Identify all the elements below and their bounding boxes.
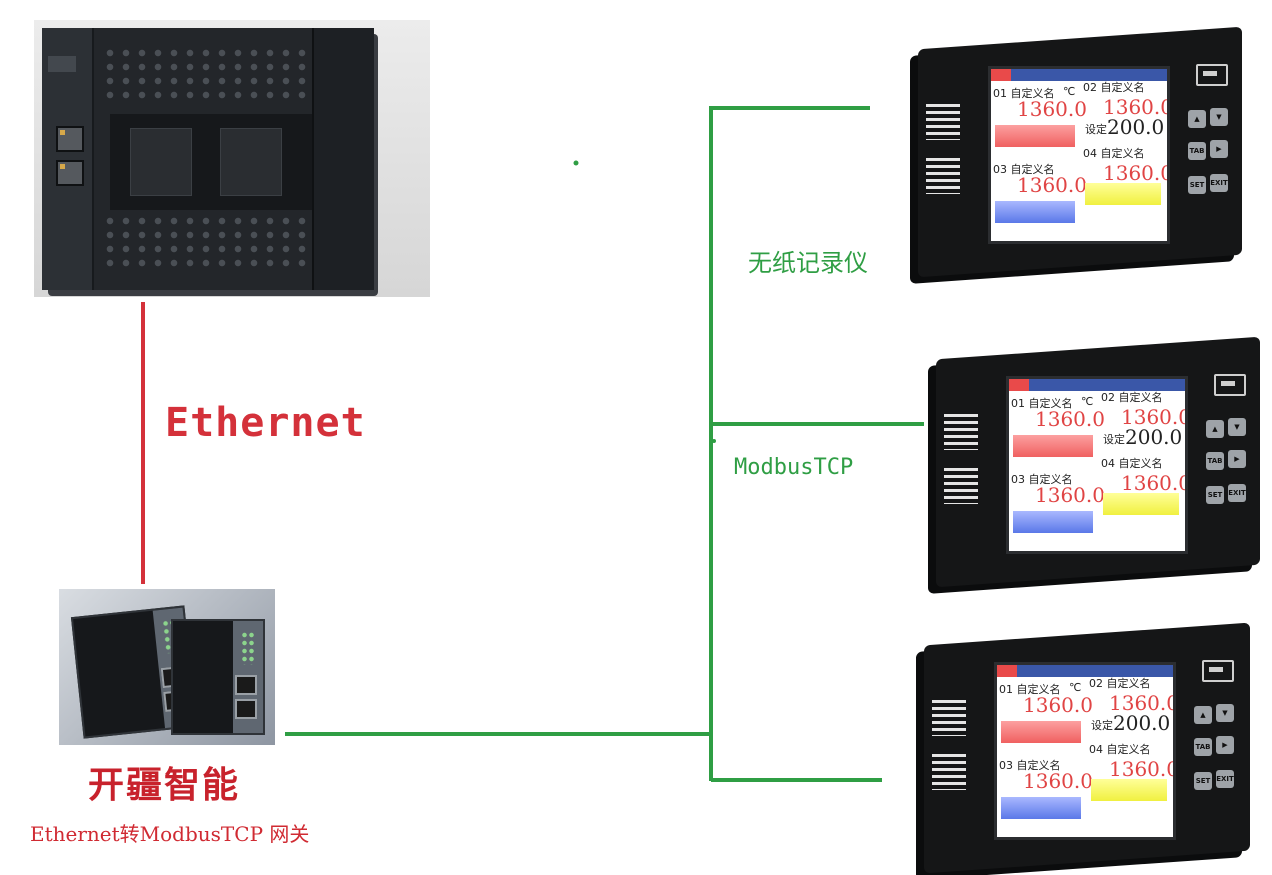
channel-3-label: 03 自定义名 xyxy=(993,163,1055,176)
gateway-label: Ethernet转ModbusTCP 网关 xyxy=(30,822,310,846)
channel-2-label: 02 自定义名 xyxy=(1083,81,1145,94)
paperless-recorder-label: 无纸记录仪 xyxy=(748,249,868,277)
ethernet-label: Ethernet xyxy=(165,400,366,446)
paperless-recorder-3: 01 自定义名 ℃ 1360.0 02 自定义名 1360.0 设定 200.0… xyxy=(924,622,1250,874)
channel-1-value: 1360.0 xyxy=(1017,97,1087,121)
paperless-recorder-2: 01 自定义名 ℃ 1360.0 02 自定义名 1360.0 设定 200.0… xyxy=(936,336,1260,588)
setpoint-value: 200.0 xyxy=(1107,115,1165,139)
gateway-device-image xyxy=(59,589,275,745)
channel-4-label: 04 自定义名 xyxy=(1083,147,1145,160)
stray-dot xyxy=(573,160,579,166)
modbus-tcp-label: ModbusTCP xyxy=(734,455,854,480)
plc-controller-image xyxy=(34,20,430,297)
channel-1-label: 01 自定义名 xyxy=(993,87,1055,100)
paperless-recorder-1: 01 自定义名 ℃ 1360.0 02 自定义名 1360.0 设定 200.0… xyxy=(918,26,1242,278)
bus-dot xyxy=(712,439,716,443)
brand-label: 开疆智能 xyxy=(88,764,241,806)
